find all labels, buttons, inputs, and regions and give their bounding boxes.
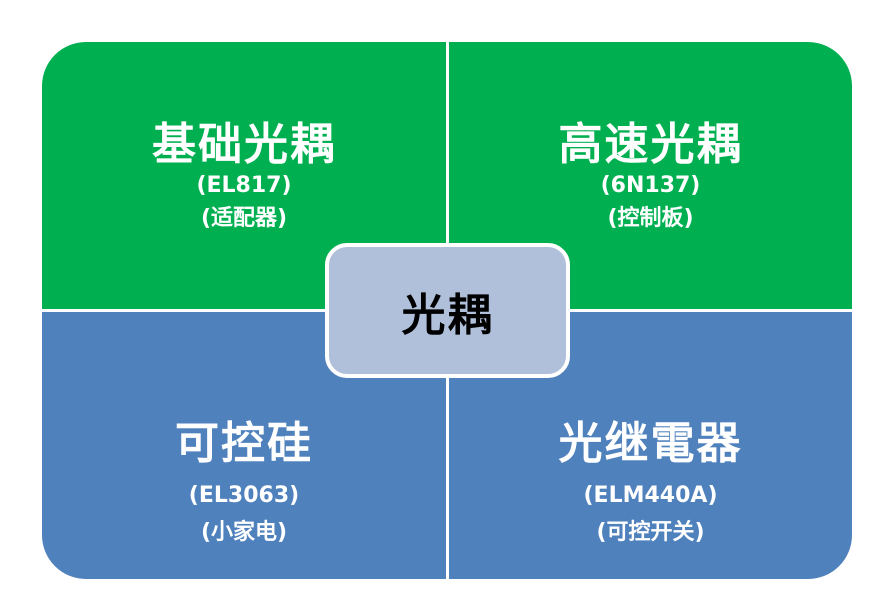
quadrant-application: (小家电) (200, 520, 288, 545)
quadrant-application: (可控开关) (596, 520, 705, 545)
quadrant-basic-optocoupler: 基础光耦 (EL817) (适配器) (42, 42, 446, 309)
quadrant-title: 可控硅 (175, 418, 313, 469)
quadrant-title: 光继電器 (558, 418, 743, 469)
quadrant-model: (6N137) (600, 173, 701, 198)
center-label: 光耦 (401, 289, 494, 341)
quadrant-model: (ELM440A) (583, 483, 718, 508)
quadrant-application: (控制板) (607, 206, 694, 231)
quadrant-title: 基础光耦 (152, 119, 336, 170)
quadrant-model: (EL817) (196, 173, 292, 198)
quadrant-application: (适配器) (200, 206, 288, 231)
quadrant-photo-relay: 光继電器 (ELM440A) (可控开关) (449, 312, 852, 579)
center-node: 光耦 (325, 243, 570, 378)
quadrant-model: (EL3063) (188, 483, 300, 508)
quadrant-title: 高速光耦 (558, 119, 743, 170)
